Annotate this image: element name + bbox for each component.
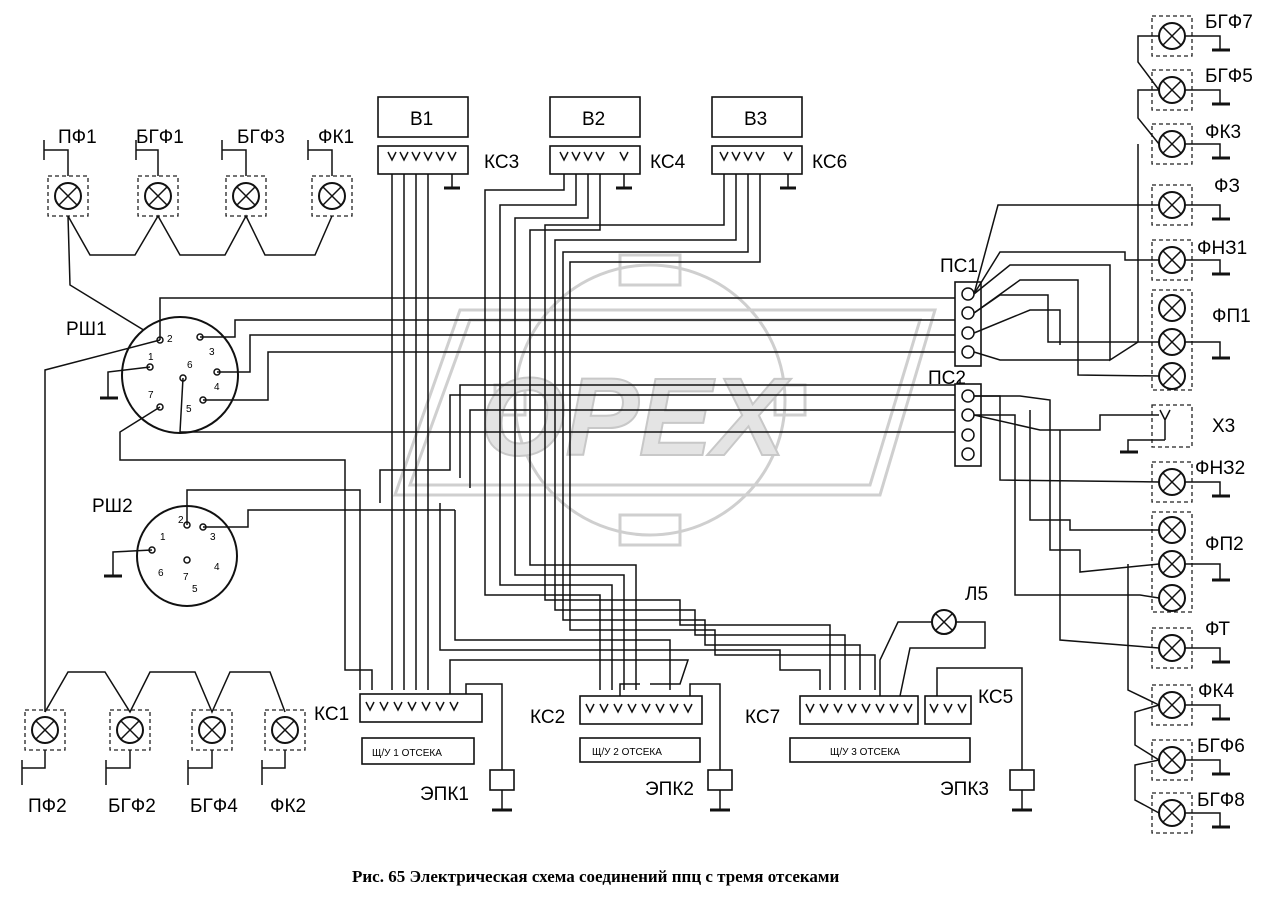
svg-text:БГФ5: БГФ5: [1205, 66, 1253, 87]
wiring-right: [973, 144, 1160, 706]
lamp-ft: [1151, 627, 1230, 669]
connector-ks2: КС2 Щ/У 2 ОТСЕКА ЭПК2: [449, 659, 733, 812]
svg-text:КС1: КС1: [314, 704, 349, 725]
svg-text:ФТ: ФТ: [1205, 619, 1230, 640]
lamp-bgf2: [109, 709, 151, 751]
svg-text:2: 2: [178, 515, 184, 526]
svg-text:5: 5: [186, 404, 192, 415]
wiring-bundle: [119, 174, 961, 690]
svg-text:Л5: Л5: [965, 584, 988, 605]
svg-text:КС4: КС4: [650, 152, 686, 173]
svg-text:4: 4: [214, 382, 220, 393]
lamp-fp2: [1151, 511, 1230, 613]
svg-text:5: 5: [192, 584, 198, 595]
feeder-b2: В2: [549, 96, 641, 138]
svg-text:БГФ4: БГФ4: [190, 796, 238, 817]
svg-text:КС3: КС3: [484, 152, 519, 173]
svg-text:ПФ1: ПФ1: [58, 127, 97, 148]
connector-ks5: КС5 ЭПК3: [924, 667, 1035, 812]
svg-text:ФНЗ2: ФНЗ2: [1195, 458, 1245, 479]
svg-text:БГФ7: БГФ7: [1205, 12, 1253, 33]
lamp-group-bottom-left: ПФ2 БГФ2 БГФ4 ФК2: [21, 339, 306, 817]
svg-text:ЭПК2: ЭПК2: [645, 779, 694, 800]
plug-rsh1: РШ1 2 3 1 6 4 7 5: [66, 316, 239, 434]
svg-text:ФЗ: ФЗ: [1214, 176, 1240, 197]
svg-text:ФП1: ФП1: [1212, 306, 1251, 327]
svg-text:БГФ2: БГФ2: [108, 796, 156, 817]
feeder-b1: В1: [377, 96, 469, 138]
svg-text:ФП2: ФП2: [1205, 534, 1244, 555]
svg-text:7: 7: [183, 572, 189, 583]
svg-text:4: 4: [214, 562, 220, 573]
svg-text:БГФ1: БГФ1: [136, 127, 184, 148]
svg-text:3: 3: [209, 347, 215, 358]
lamp-group-top-left: ПФ1 БГФ1 БГФ3 ФК1: [43, 127, 354, 341]
svg-text:ФК2: ФК2: [270, 796, 306, 817]
svg-text:7: 7: [148, 390, 154, 401]
lamp-fk4: [1151, 684, 1230, 726]
svg-text:1: 1: [148, 352, 154, 363]
svg-text:ЭПК3: ЭПК3: [940, 779, 989, 800]
svg-text:ФК1: ФК1: [318, 127, 354, 148]
lamp-fk3: [1151, 123, 1230, 165]
svg-text:ЭПК1: ЭПК1: [420, 784, 469, 805]
lamp-bgf6: [1151, 739, 1230, 781]
lamp-bgf4: [191, 709, 233, 751]
connector-ks1: КС1 Щ/У 1 ОТСЕКА ЭПК1: [314, 683, 515, 812]
svg-text:Щ/У 2 ОТСЕКА: Щ/У 2 ОТСЕКА: [592, 747, 662, 758]
svg-text:КС6: КС6: [812, 152, 847, 173]
feeder-b3: В3: [711, 96, 803, 138]
lamp-fp1: [1151, 289, 1230, 391]
lamp-fk1: [311, 175, 353, 217]
figure-caption: Рис. 65 Электрическая схема соединений п…: [352, 867, 839, 886]
lamp-pf2: [24, 709, 66, 751]
lamp-pf1: [47, 175, 89, 217]
panel-ps2: ПС2: [928, 368, 982, 467]
connector-ks4: КС4: [549, 145, 686, 190]
watermark: OPEX: [392, 253, 938, 547]
lamp-bgf3: [225, 175, 267, 217]
svg-text:КС2: КС2: [530, 707, 565, 728]
svg-text:БГФ3: БГФ3: [237, 127, 285, 148]
svg-text:ФК4: ФК4: [1198, 681, 1235, 702]
svg-text:Щ/У 3 ОТСЕКА: Щ/У 3 ОТСЕКА: [830, 747, 900, 758]
panel-ps1: ПС1: [940, 256, 982, 367]
svg-text:3: 3: [210, 532, 216, 543]
watermark-text: OPEX: [480, 356, 791, 479]
svg-text:6: 6: [158, 568, 164, 579]
svg-text:ФНЗ1: ФНЗ1: [1197, 238, 1247, 259]
socket-x3: [1120, 404, 1193, 454]
connector-ks6: КС6: [711, 145, 847, 190]
svg-text:В3: В3: [744, 109, 767, 130]
lamp-fk2: [264, 709, 306, 751]
svg-text:В1: В1: [410, 109, 433, 130]
svg-text:1: 1: [160, 532, 166, 543]
svg-text:БГФ6: БГФ6: [1197, 736, 1245, 757]
svg-text:6: 6: [187, 360, 193, 371]
connector-ks3: КС3: [377, 145, 519, 190]
svg-text:2: 2: [167, 334, 173, 345]
svg-text:ПС1: ПС1: [940, 256, 978, 277]
svg-text:ФК3: ФК3: [1205, 122, 1241, 143]
svg-text:Щ/У 1 ОТСЕКА: Щ/У 1 ОТСЕКА: [372, 748, 442, 759]
svg-text:КС7: КС7: [745, 707, 780, 728]
plug-rsh2: РШ2 1 2 3 4 5 6 7: [92, 489, 455, 690]
connector-ks7: КС7 Щ/У 3 ОТСЕКА: [745, 695, 971, 763]
svg-text:Х3: Х3: [1212, 416, 1235, 437]
svg-text:В2: В2: [582, 109, 605, 130]
svg-text:БГФ8: БГФ8: [1197, 790, 1245, 811]
svg-text:КС5: КС5: [978, 687, 1013, 708]
svg-text:ПФ2: ПФ2: [28, 796, 67, 817]
svg-text:РШ1: РШ1: [66, 319, 107, 340]
lamp-l5: Л5: [879, 584, 988, 697]
lamp-bgf1: [137, 175, 179, 217]
lamp-group-right: БГФ7 БГФ5 ФК3 ФЗ ФНЗ1 ФП1 Х3 ФНЗ2 ФП2 ФТ…: [1120, 12, 1253, 834]
svg-text:РШ2: РШ2: [92, 496, 133, 517]
